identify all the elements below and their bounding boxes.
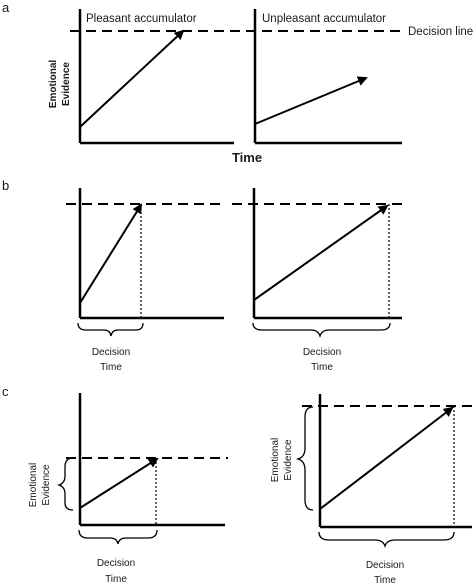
evidence-arrow (79, 29, 185, 128)
panel-a-right-plot (253, 9, 402, 145)
y-label-line-1: Emotional (28, 463, 39, 507)
decision-time-bracket (78, 529, 158, 545)
panel-c-left-plot (56, 393, 228, 545)
evidence-arrow (79, 203, 143, 304)
pleasant-accumulator-title: Pleasant accumulator (86, 13, 197, 25)
decision-time-label: Decision (97, 558, 135, 569)
decision-time-bracket (77, 322, 144, 337)
emotional-evidence-label: Emotional Evidence (48, 60, 72, 109)
y-label-line-1: Emotional (270, 438, 281, 482)
unpleasant-accumulator-title: Unpleasant accumulator (262, 13, 386, 25)
decision-time-label: Decision (92, 347, 130, 358)
decision-time-label: Decision (303, 347, 341, 358)
y-label-line-1: Emotional (48, 60, 59, 109)
time-label: Time (232, 150, 262, 165)
y-label-line-2: Evidence (61, 62, 72, 106)
evidence-arrow (254, 76, 368, 125)
decision-time-bracket (252, 322, 391, 339)
evidence-bracket (56, 457, 74, 511)
panel-c: c Emotional Evidence Decision Time (2, 384, 472, 586)
decision-time-label-line-2: Time (100, 362, 122, 373)
panel-b-left-plot (66, 188, 224, 337)
emotional-evidence-label: Emotional Evidence (270, 438, 294, 482)
evidence-arrow (319, 406, 454, 510)
evidence-bracket (295, 406, 314, 511)
evidence-arrow (253, 204, 389, 301)
y-label-line-2: Evidence (41, 464, 52, 506)
panel-c-right-plot (295, 394, 472, 549)
panel-a-left-plot (78, 9, 234, 145)
decision-time-label-line-2: Time (105, 574, 127, 585)
decision-time-label: Decision (366, 560, 404, 571)
panel-letter-a: a (2, 0, 10, 15)
decision-time-label-line-2: Time (374, 575, 396, 586)
decision-time-bracket (318, 531, 455, 549)
panel-letter-b: b (2, 178, 9, 193)
panel-letter-c: c (2, 384, 9, 399)
y-label-line-2: Evidence (283, 439, 294, 481)
panel-b: b Decision Time Decision Time (2, 178, 402, 373)
evidence-arrow (79, 457, 159, 509)
panel-b-right-plot (232, 188, 402, 339)
decision-line-label: Decision line (408, 26, 473, 38)
emotional-evidence-label: Emotional Evidence (28, 463, 52, 507)
panel-a: a Pleasant accumulator Unpleasant accumu… (2, 0, 473, 165)
decision-time-label-line-2: Time (311, 362, 333, 373)
